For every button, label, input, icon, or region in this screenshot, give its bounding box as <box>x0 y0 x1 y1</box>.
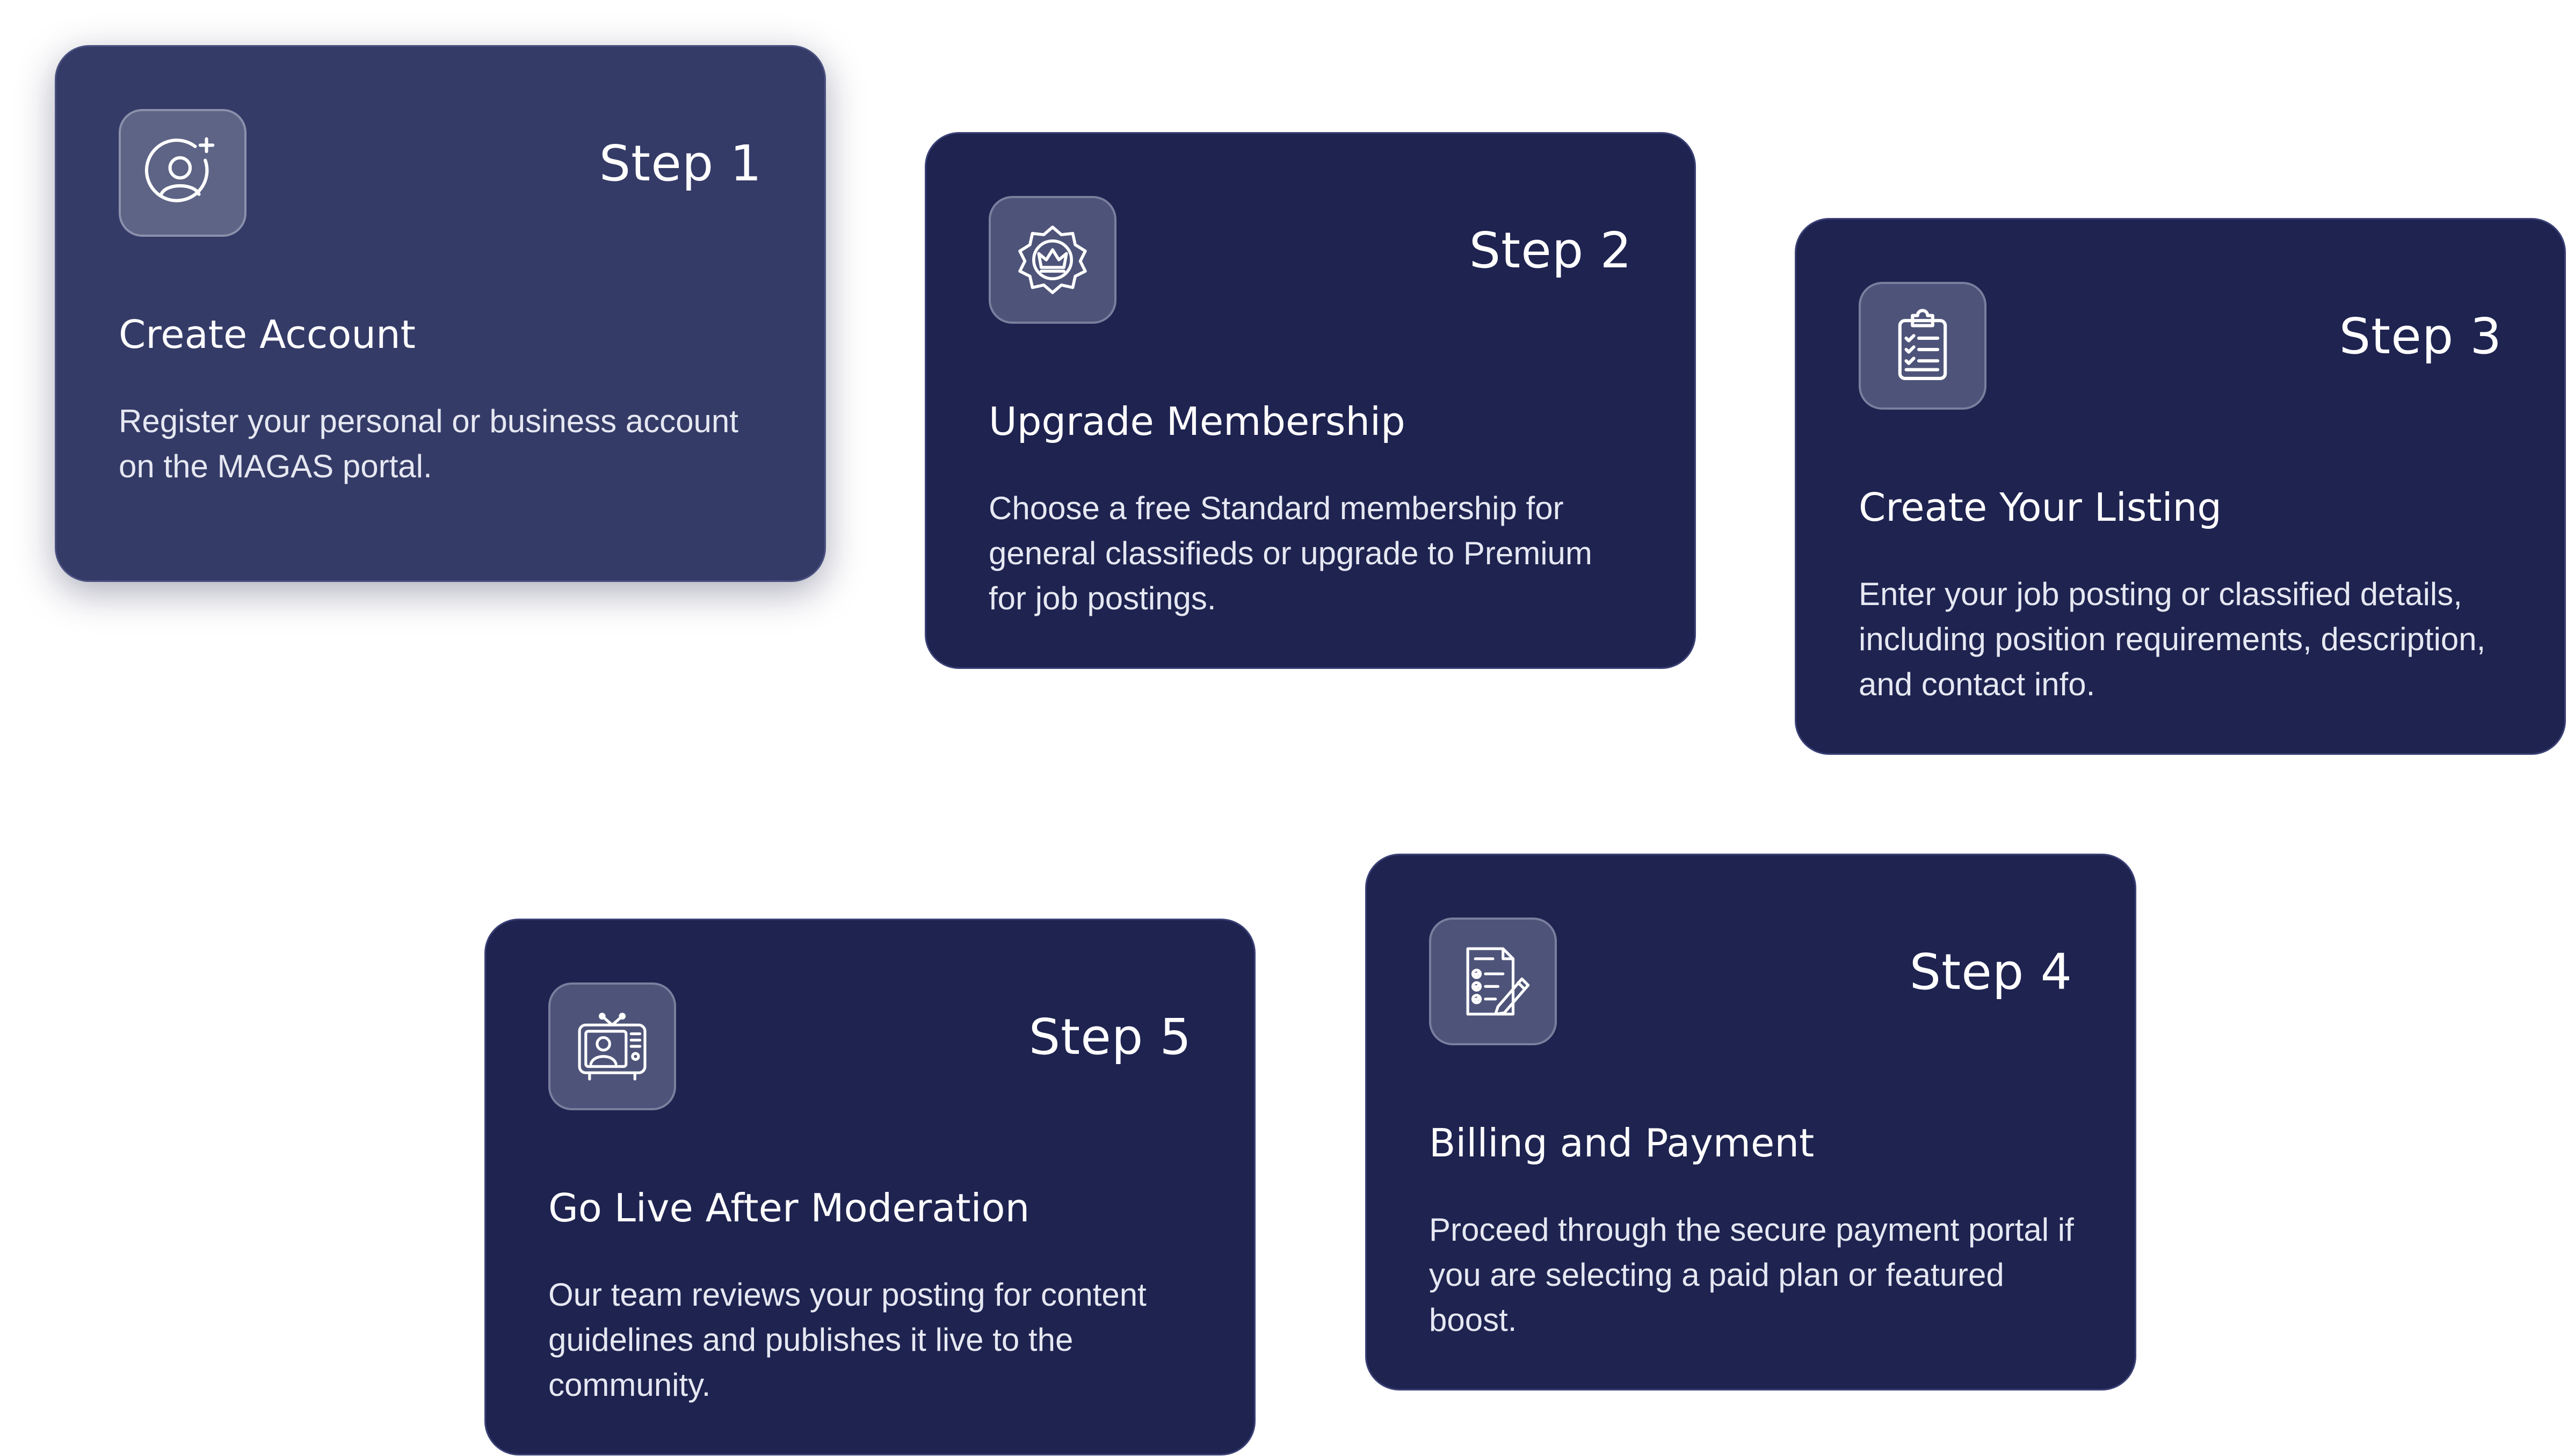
tv-broadcast-icon <box>548 982 676 1110</box>
step-title: Create Your Listing <box>1859 485 2222 530</box>
step-card-2: Step 2 Upgrade Membership Choose a free … <box>925 132 1696 669</box>
step-title: Billing and Payment <box>1429 1120 1815 1166</box>
step-title: Create Account <box>119 312 416 357</box>
step-number: Step 3 <box>2339 308 2502 365</box>
step-card-4: Step 4 Billing and Payment Proceed throu… <box>1365 854 2136 1391</box>
step-number: Step 2 <box>1469 222 1632 279</box>
crown-badge-icon <box>989 196 1116 324</box>
step-number: Step 5 <box>1028 1008 1192 1066</box>
add-user-icon <box>119 109 246 237</box>
step-description: Our team reviews your posting for conten… <box>548 1277 1147 1403</box>
clipboard-checklist-icon <box>1859 282 1986 410</box>
step-number: Step 4 <box>1909 943 2072 1001</box>
step-title: Upgrade Membership <box>989 399 1405 444</box>
invoice-pen-icon <box>1429 918 1557 1045</box>
step-description: Enter your job posting or classified det… <box>1859 576 2486 702</box>
step-card-5: Step 5 Go Live After Moderation Our team… <box>484 919 1256 1455</box>
step-card-1: Step 1 Create Account Register your pers… <box>55 45 826 582</box>
step-description: Proceed through the secure payment porta… <box>1429 1212 2074 1338</box>
step-card-3: Step 3 Create Your Listing Enter your jo… <box>1795 218 2566 755</box>
step-description: Register your personal or business accou… <box>119 403 738 484</box>
step-number: Step 1 <box>599 135 762 192</box>
step-title: Go Live After Moderation <box>548 1185 1030 1231</box>
step-description: Choose a free Standard membership for ge… <box>989 490 1592 616</box>
